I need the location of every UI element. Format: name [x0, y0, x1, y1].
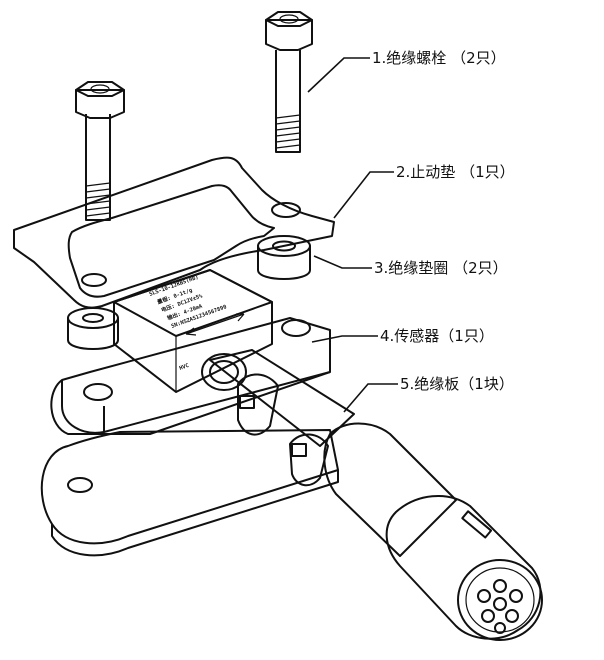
cable-connector — [201, 349, 543, 641]
insulating-washer-left — [67, 307, 119, 350]
insulating-bolt-left — [75, 81, 125, 221]
sensor-mark: HVC — [179, 363, 190, 372]
sensor-body: SLS-10-12KBS(HB) 量程: 0-1t/g 电压: DC12V±5%… — [113, 269, 273, 393]
sensor-base — [50, 317, 331, 435]
insulating-bolt-right — [265, 11, 313, 153]
callout-insulating-washer: 3.绝缘垫圈 （2只） — [374, 259, 508, 277]
insulating-plate — [40, 429, 339, 557]
leader-lines — [307, 57, 398, 413]
callout-sensor: 4.传感器（1只） — [380, 327, 494, 345]
stop-washer-plate — [13, 156, 335, 309]
callout-stop-washer: 2.止动垫 （1只） — [396, 163, 515, 181]
connector-pins — [477, 579, 523, 634]
callout-bolt: 1.绝缘螺栓 （2只） — [372, 49, 506, 67]
callout-insulating-plate: 5.绝缘板（1块） — [400, 375, 514, 393]
direction-arrow-icon — [185, 313, 245, 336]
insulating-washer-right — [257, 235, 311, 280]
